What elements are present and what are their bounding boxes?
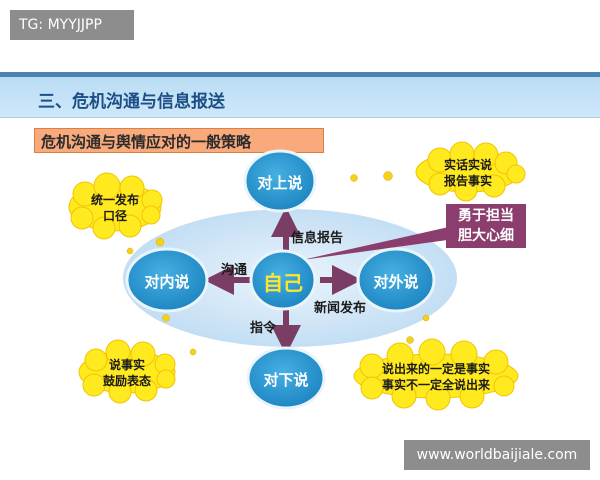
strategy-title-box [34,128,324,153]
cloud-bottom-left-line-2: 鼓励表态 [102,374,151,388]
node-center [249,249,317,311]
cloud-bottom-right-line-1: 说出来的一定是事实 [381,362,490,376]
node-up [243,149,317,213]
cloud-bottom-left-line-1: 说事实 [108,358,145,372]
decorative-dots [126,171,430,356]
watermark-top-left: TG: MYYJJPP [10,10,134,40]
strategy-title: 危机沟通与舆情应对的一般策略 [41,133,252,151]
cloud-bottom-right [353,338,519,411]
cloud-bottom-right-text: 说出来的一定是事实 事实不一定全说出来 [366,361,506,393]
cloud-bottom-left [78,339,176,404]
callout-line-1: 勇于担当 [458,208,514,224]
edge-label-down: 指令 [250,321,277,336]
edge-label-up: 信息报告 [291,231,344,246]
cloud-top-right-line-2: 报告事实 [443,174,492,188]
node-outer [356,247,436,313]
cloud-bottom-left-text: 说事实 鼓励表态 [87,357,167,389]
cloud-top-left-line-1: 统一发布 [90,193,139,207]
page-title: 三、危机沟通与信息报送 [38,92,225,112]
node-down [246,346,326,410]
callout-box [446,204,526,248]
callout-text: 勇于担当 胆大心细 [446,206,526,246]
node-inner [125,247,209,313]
header-top-line [0,72,600,77]
cloud-top-left-text: 统一发布 口径 [75,192,155,224]
cloud-bottom-right-line-2: 事实不一定全说出来 [381,378,490,392]
node-outer-label: 对外说 [373,273,419,291]
callout-pointer [302,224,462,260]
node-down-label: 对下说 [263,371,309,389]
cloud-top-right-line-1: 实话实说 [443,158,492,172]
watermark-bottom-right: www.worldbaijiale.com [404,440,590,470]
header-bar [0,77,600,118]
node-center-label: 自己 [263,271,303,295]
cloud-top-left-line-2: 口径 [102,209,127,223]
cloud-top-left [68,172,163,240]
callout-line-2: 胆大心细 [458,228,514,244]
node-up-label: 对上说 [257,174,303,192]
cloud-top-right-text: 实话实说 报告事实 [428,157,508,189]
edge-label-outer: 新闻发布 [314,301,367,316]
node-inner-label: 对内说 [144,273,190,291]
cloud-top-right [415,141,526,202]
edge-label-inner: 沟通 [221,263,248,278]
